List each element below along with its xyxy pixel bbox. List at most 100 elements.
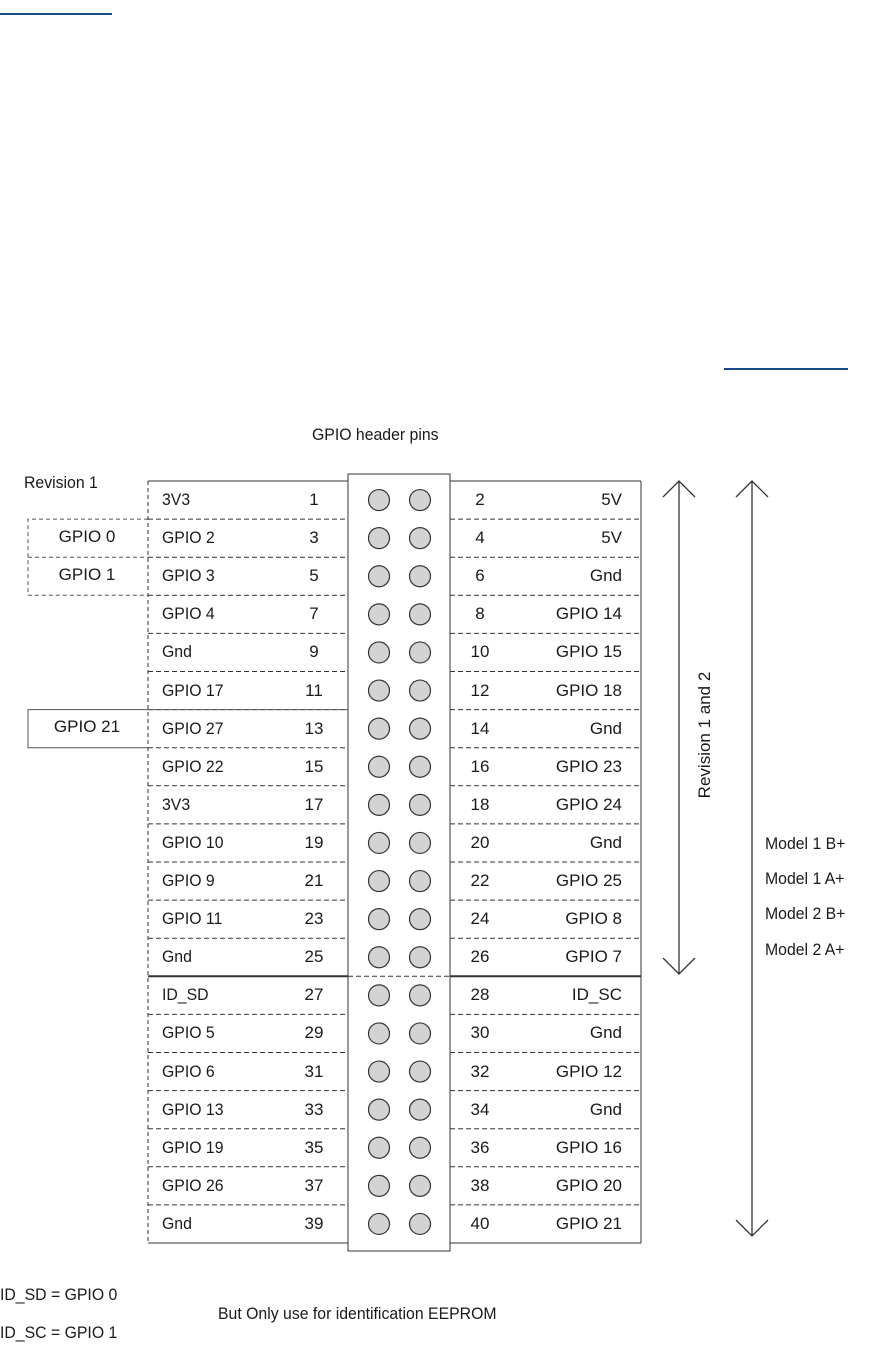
pin-odd: [367, 1136, 391, 1159]
pin-left-name: 3V3: [162, 794, 191, 814]
pin-even: [408, 1098, 432, 1121]
pin-right-name: Gnd: [589, 832, 622, 852]
pin-left-name: Gnd: [162, 1213, 192, 1233]
pin-left-name: GPIO 3: [162, 566, 215, 586]
pin-right-number: 40: [470, 1213, 490, 1233]
revision-1-box: [27, 709, 348, 749]
pin-left-number: 5: [309, 566, 319, 586]
pin-odd: [367, 603, 391, 626]
pin-left-name: ID_SD: [162, 985, 209, 1005]
pin-left-number: 9: [309, 642, 319, 662]
pin-left-name: GPIO 11: [162, 909, 223, 929]
pin-right-number: 38: [470, 1175, 490, 1195]
pin-even: [408, 908, 432, 931]
pin-left-number: 31: [304, 1061, 324, 1081]
pin-right-number: 26: [470, 947, 490, 967]
pin-right-number: 14: [470, 718, 490, 738]
pin-right-name: ID_SC: [571, 985, 622, 1005]
revision-1-and-2-arrow: [662, 957, 696, 975]
pin-even: [408, 984, 432, 1007]
pin-left-name: GPIO 19: [162, 1137, 224, 1157]
pin-even: [408, 1136, 432, 1159]
header-connector: [347, 473, 451, 1252]
pin-odd: [367, 984, 391, 1007]
pin-even: [408, 717, 432, 740]
pin-left-name: GPIO 27: [162, 718, 224, 738]
pin-right-number: 20: [470, 832, 490, 852]
link-underline-top[interactable]: [0, 13, 112, 15]
revision-1-pin-gpio1: GPIO 1: [58, 565, 116, 584]
pin-right-name: GPIO 8: [565, 909, 622, 929]
pin-odd: [367, 641, 391, 664]
range-arrows: [662, 480, 769, 1237]
pin-left-number: 25: [304, 947, 324, 967]
pin-right-name: GPIO 20: [555, 1175, 622, 1195]
pin-odd: [367, 1060, 391, 1083]
models-arrow: [735, 1219, 769, 1237]
pin-left-number: 17: [304, 794, 324, 814]
pin-right-number: 2: [475, 490, 485, 510]
pin-even: [408, 488, 432, 512]
pin-right-number: 4: [475, 528, 485, 548]
pin-even: [408, 869, 432, 893]
pin-odd: [367, 1022, 391, 1045]
pin-even: [408, 527, 432, 550]
pin-right-name: GPIO 14: [555, 604, 622, 624]
footnote-id-sd: ID_SD = GPIO 0: [0, 1285, 118, 1304]
pin-odd: [367, 1174, 391, 1197]
pin-left-name: 3V3: [162, 490, 191, 510]
models-arrow: [735, 480, 769, 498]
pin-left-name: GPIO 5: [162, 1023, 215, 1043]
pin-left-number: 39: [304, 1213, 324, 1233]
pin-left-number: 11: [305, 680, 323, 700]
pin-odd: [367, 1098, 391, 1121]
pin-right-number: 18: [470, 794, 490, 814]
pin-odd: [367, 946, 391, 969]
pin-odd: [367, 488, 391, 512]
pin-left-number: 33: [304, 1099, 324, 1119]
pin-left-number: 19: [304, 832, 324, 852]
pin-even: [408, 946, 432, 969]
header-outline: [347, 473, 451, 1252]
pin-right-name: GPIO 21: [555, 1213, 622, 1233]
revision-1-pin-gpio21: GPIO 21: [53, 717, 121, 736]
pin-left-number: 37: [304, 1175, 324, 1195]
pin-even: [408, 1212, 432, 1236]
pin-left-name: GPIO 17: [162, 680, 224, 700]
pin-right-number: 28: [470, 985, 490, 1005]
pin-even: [408, 831, 432, 855]
pin-right-number: 12: [470, 680, 490, 700]
pin-even: [408, 755, 432, 778]
pin-right-number: 36: [470, 1137, 490, 1157]
pin-odd: [367, 908, 391, 931]
pin-right-number: 24: [470, 909, 490, 929]
pin-left-number: 27: [304, 985, 324, 1005]
pin-even: [408, 1174, 432, 1197]
pin-left-number: 35: [304, 1137, 324, 1157]
diagram-title: GPIO header pins: [312, 425, 439, 444]
footnote-note: But Only use for identification EEPROM: [218, 1304, 497, 1323]
pin-right-number: 32: [470, 1061, 490, 1081]
revision-1-and-2-arrow: [662, 480, 696, 498]
pin-left-name: GPIO 9: [162, 871, 215, 891]
pin-left-number: 15: [304, 756, 324, 776]
pin-even: [408, 679, 432, 702]
pin-right-name: GPIO 18: [555, 680, 622, 700]
pin-odd: [367, 1212, 391, 1236]
pin-right-name: Gnd: [589, 718, 622, 738]
pin-left-name: GPIO 6: [162, 1061, 215, 1081]
pin-right-number: 34: [470, 1099, 490, 1119]
pin-odd: [367, 793, 391, 816]
pin-left-name: Gnd: [162, 642, 192, 662]
pin-even: [408, 603, 432, 626]
pin-right-name: Gnd: [589, 1023, 622, 1043]
link-underline-right[interactable]: [724, 368, 848, 370]
model-label: Model 1 A+: [765, 869, 845, 888]
pin-left-name: Gnd: [162, 947, 192, 967]
pin-even: [408, 565, 432, 588]
pin-right-number: 22: [470, 871, 490, 891]
pin-right-number: 16: [470, 756, 490, 776]
pin-left-number: 21: [304, 871, 324, 891]
pin-right-name: Gnd: [589, 566, 622, 586]
pin-right-number: 10: [470, 642, 490, 662]
